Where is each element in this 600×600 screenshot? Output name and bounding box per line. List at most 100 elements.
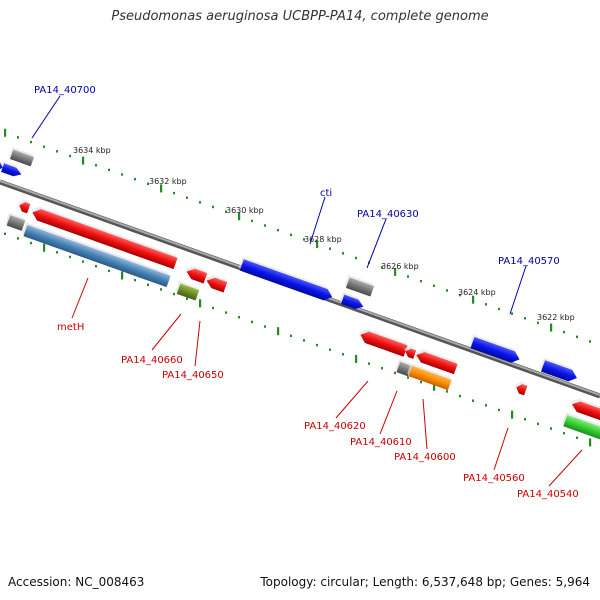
gene-label-PA14_40660[interactable]: PA14_40660 (121, 355, 183, 366)
tick-minor (550, 427, 552, 430)
tick-major (277, 327, 280, 336)
tick-minor (251, 320, 253, 324)
tick-minor (134, 177, 136, 181)
leader-PA14_40700 (31, 95, 61, 139)
tick-minor (17, 237, 19, 240)
tick-minor (511, 312, 513, 315)
gene-PA14_40620-body (360, 331, 408, 357)
tick-minor (316, 343, 318, 347)
gene-blue-5[interactable] (539, 357, 579, 384)
tick-minor (290, 334, 292, 337)
tick-minor (459, 394, 461, 398)
gene-blue-3-body (340, 294, 364, 310)
tick-minor (472, 399, 474, 402)
tick-minor (212, 306, 214, 310)
tick-minor (147, 283, 149, 286)
tick-minor (485, 404, 487, 407)
gene-PA14_40610[interactable] (412, 347, 458, 375)
gene-red-1[interactable] (16, 198, 31, 214)
gene-metH[interactable] (22, 222, 172, 288)
leader-metH (71, 277, 89, 319)
tick-minor (329, 247, 331, 250)
gene-label-PA14_40600[interactable]: PA14_40600 (394, 452, 456, 463)
tick-minor (121, 173, 123, 176)
gene-PA14_40650[interactable] (175, 280, 200, 301)
tick-minor (56, 150, 58, 153)
leader-PA14_40620 (335, 380, 369, 419)
tick-minor (251, 219, 253, 223)
gene-red-tiny-body (405, 348, 417, 359)
gene-grey-1-body (9, 149, 35, 167)
gene-grey-2[interactable] (5, 212, 26, 231)
leader-PA14_40660 (151, 313, 182, 351)
tick-major (355, 354, 358, 363)
tick-label-3628: 3628 kbp (304, 235, 342, 244)
tick-minor (589, 340, 591, 343)
tick-minor (134, 278, 136, 282)
tick-minor (30, 241, 32, 245)
gene-label-PA14_40540[interactable]: PA14_40540 (517, 489, 579, 500)
tick-minor (563, 431, 565, 435)
tick-minor (537, 422, 539, 426)
gene-PA14_40660[interactable] (183, 264, 208, 284)
gene-PA14_40650-body (176, 283, 200, 301)
tick-label-3624: 3624 kbp (458, 288, 496, 297)
gene-label-PA14_40700[interactable]: PA14_40700 (34, 85, 96, 96)
gene-PA14_40570[interactable] (469, 334, 523, 365)
gene-label-PA14_40570[interactable]: PA14_40570 (498, 256, 560, 267)
tick-minor (342, 353, 344, 356)
gene-label-PA14_40620[interactable]: PA14_40620 (304, 421, 366, 432)
tick-minor (108, 269, 110, 273)
tick-minor (394, 371, 396, 375)
tick-minor (69, 255, 71, 259)
gene-label-PA14_40610[interactable]: PA14_40610 (350, 437, 412, 448)
gene-PA14_40630[interactable] (344, 274, 375, 297)
tick-major (160, 184, 163, 193)
gene-red-tiny[interactable] (402, 345, 417, 359)
leader-PA14_40540 (548, 449, 583, 487)
leader-PA14_40630 (366, 218, 387, 269)
tick-minor (290, 233, 292, 236)
tick-minor (381, 266, 383, 269)
gene-blue-1[interactable] (0, 160, 24, 179)
tick-minor (212, 205, 214, 209)
gene-PA14_40620[interactable] (356, 327, 408, 357)
tick-minor (173, 292, 175, 296)
tick-minor (303, 339, 305, 342)
gene-red-edge-body (571, 401, 600, 421)
gene-PA14_40630-body (345, 277, 375, 297)
tick-minor (407, 275, 409, 278)
tick-minor (420, 380, 422, 384)
gene-PA14_40540[interactable] (561, 412, 600, 442)
gene-red-small[interactable] (203, 273, 228, 293)
gene-label-PA14_40650[interactable]: PA14_40650 (162, 370, 224, 381)
gene-blue-3[interactable] (339, 292, 366, 311)
gene-PA14_40560[interactable] (513, 380, 528, 396)
tick-minor (225, 210, 227, 213)
gene-red-edge[interactable] (568, 397, 600, 421)
gene-blue-5-body (541, 360, 577, 382)
leader-PA14_40650 (194, 320, 201, 367)
gene-cti[interactable] (238, 256, 335, 303)
tick-label-3634: 3634 kbp (73, 146, 111, 155)
gene-PA14_40600[interactable] (406, 363, 452, 391)
gene-grey-1[interactable] (8, 147, 35, 167)
tick-minor (498, 408, 500, 412)
gene-label-PA14_40630[interactable]: PA14_40630 (357, 209, 419, 220)
tick-minor (303, 238, 305, 241)
gene-label-PA14_40560[interactable]: PA14_40560 (463, 473, 525, 484)
gene-cti-body (239, 259, 333, 301)
tick-major (82, 156, 85, 165)
tick-minor (355, 256, 357, 260)
tick-minor (95, 164, 97, 167)
tick-minor (173, 191, 175, 195)
tick-minor (485, 303, 487, 306)
tick-minor (446, 390, 448, 393)
tick-minor (524, 418, 526, 421)
gene-label-cti[interactable]: cti (320, 188, 332, 199)
gene-label-metH[interactable]: metH (57, 322, 84, 333)
gene-red-long[interactable] (29, 204, 179, 270)
gene-features[interactable] (0, 147, 600, 442)
tick-major (238, 212, 241, 221)
